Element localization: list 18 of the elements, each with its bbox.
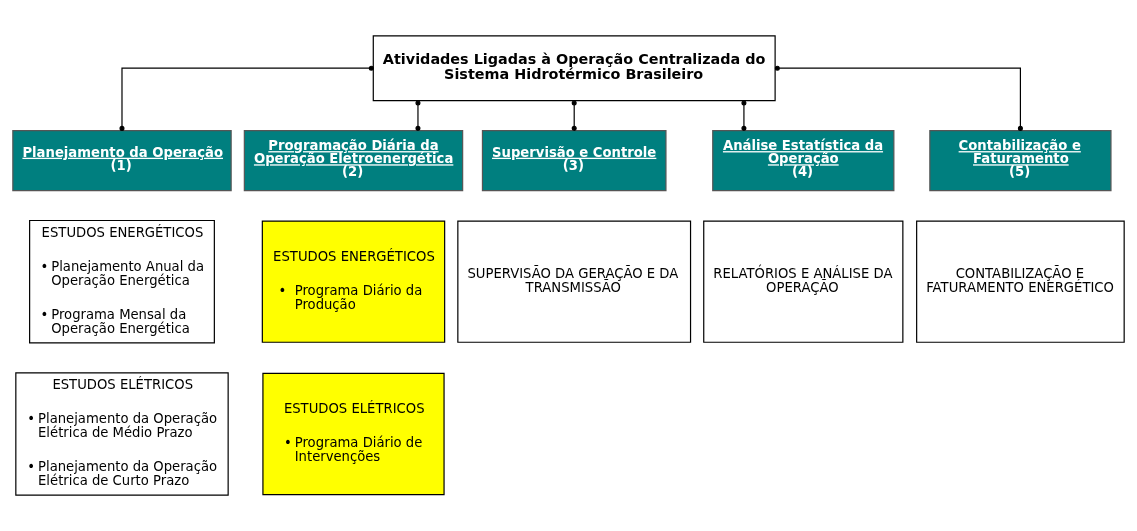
node-box: ESTUDOS ENERGÉTICOS • Programa Diário da Produção: [261, 220, 446, 343]
node-box: ESTUDOS ELÉTRICOS • Planejamento da Operação Elétrica de Médio Prazo • Planejamento da Operação Elétrica de Curto Prazo: [15, 372, 229, 496]
connector: [741, 100, 747, 131]
node-box: Programação Diária da Operação Eletroenergética (2): [243, 129, 464, 192]
connector: [571, 100, 577, 131]
node-box: RELATÓRIOS E ANÁLISE DA OPERAÇÃO: [703, 220, 904, 343]
node-box: ESTUDOS ELÉTRICOS • Programa Diário de Intervenções: [262, 372, 445, 496]
node-box: Análise Estatística da Operação (4): [712, 129, 895, 192]
node-box: ESTUDOS ENERGÉTICOS • Planejamento Anual da Operação Energética • Programa Mensal da Operação Energética: [29, 219, 215, 344]
node-box: Atividades Ligadas à Operação Centralizada do Sistema Hidrotérmico Brasileiro: [372, 35, 776, 102]
connector: [119, 65, 374, 131]
node-box: CONTABILIZAÇÃO E FATURAMENTO ENERGÉTICO: [916, 220, 1125, 343]
node-box: Contabilização e Faturamento (5): [929, 129, 1112, 192]
node-box: Supervisão e Controle (3): [481, 129, 667, 192]
connector: [774, 65, 1023, 131]
node-box: Planejamento da Operação (1): [12, 129, 232, 192]
connector: [415, 100, 421, 131]
node-box: SUPERVISÃO DA GERAÇÃO E DA TRANSMISSÃO: [457, 220, 692, 343]
